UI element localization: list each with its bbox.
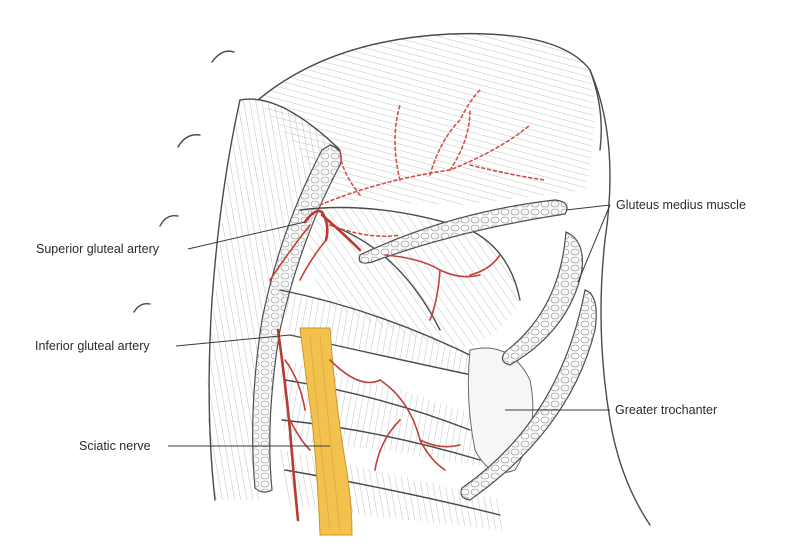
label-inferior-gluteal-artery: Inferior gluteal artery [35,339,150,353]
label-sciatic-nerve: Sciatic nerve [79,439,151,453]
gluteus-medius-cut-right [460,231,597,501]
gluteus-maximus-reflected [207,98,342,501]
sciatic-nerve [299,327,353,536]
gluteus-medius-cut-upper [358,199,568,264]
label-greater-trochanter: Greater trochanter [615,403,718,417]
superior-gluteal-artery-deep [319,89,546,238]
inferior-gluteal-artery [276,328,461,522]
hip-contour [589,69,651,526]
leader-lines [168,204,611,447]
superior-gluteal-artery [269,209,501,321]
label-superior-gluteal-artery: Superior gluteal artery [36,242,159,256]
label-gluteus-medius: Gluteus medius muscle [616,198,746,212]
reference-marks [133,50,235,313]
